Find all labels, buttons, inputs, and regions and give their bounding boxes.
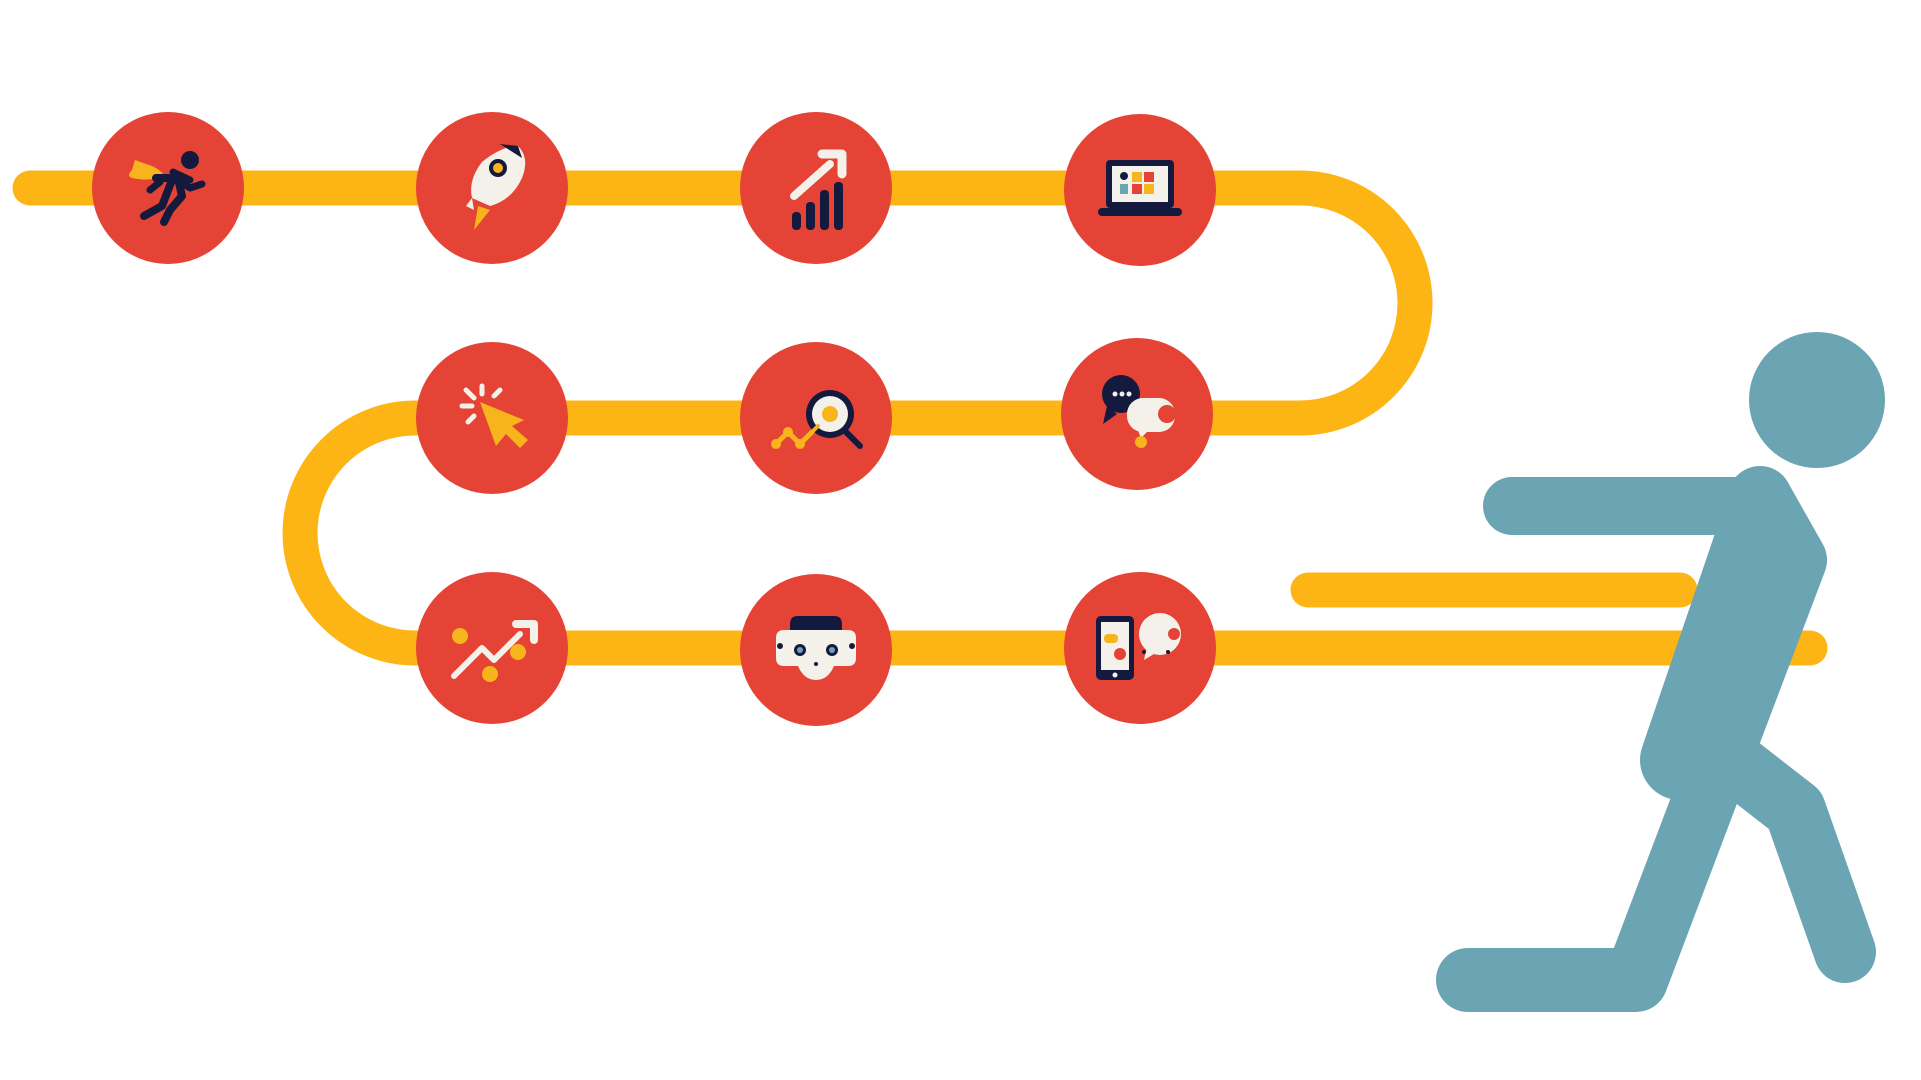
node-2-3: [416, 342, 568, 494]
rocket-icon: [466, 144, 526, 230]
robot-face-icon: [776, 616, 856, 680]
cursor-click-icon: [459, 383, 528, 448]
figure-rear-leg: [1674, 709, 1876, 983]
superhero-runner-icon: [129, 151, 206, 226]
journey-path: [12, 170, 1828, 666]
running-person-icon: [1436, 332, 1885, 1012]
trending-arrow-icon: [451, 620, 538, 682]
figure-head: [1749, 332, 1885, 468]
node-3-2: [740, 574, 892, 726]
chat-bubbles-icon: [1102, 375, 1176, 448]
node-1-1: [92, 112, 244, 264]
node-2-2: [740, 342, 892, 494]
figure-body-fill: [1640, 500, 1795, 800]
growth-bar-chart-icon: [790, 149, 847, 230]
magnifier-analytics-icon: [771, 390, 863, 449]
laptop-dashboard-icon: [1098, 160, 1182, 216]
node-1-2: [416, 112, 568, 264]
node-1-3: [740, 112, 892, 264]
node-1-4: [1064, 114, 1216, 266]
mobile-chat-icon: [1096, 613, 1181, 680]
node-2-1: [1061, 338, 1213, 490]
node-3-3: [1064, 572, 1216, 724]
node-3-1: [416, 572, 568, 724]
